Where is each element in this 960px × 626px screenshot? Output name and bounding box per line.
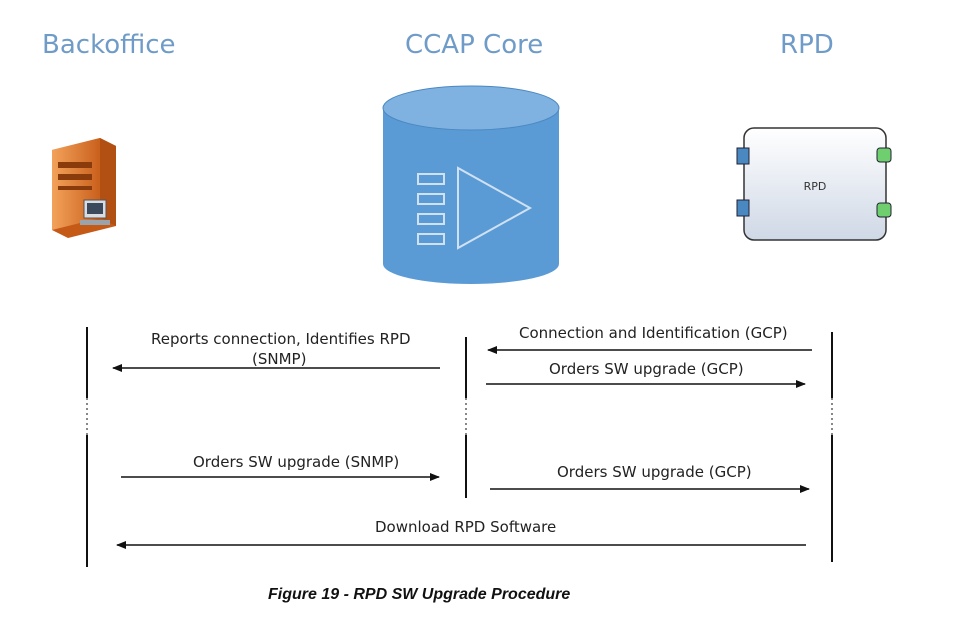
- server-icon: [52, 138, 116, 238]
- message-orders-upgrade-gcp-2: Orders SW upgrade (GCP): [557, 463, 752, 481]
- figure-caption: Figure 19 - RPD SW Upgrade Procedure: [268, 586, 571, 603]
- column-title-ccap-core: CCAP Core: [405, 30, 544, 60]
- message-connection-identification: Connection and Identification (GCP): [519, 324, 788, 342]
- ccap-core-cylinder-icon: [382, 85, 560, 284]
- rpd-device-icon: RPD: [736, 127, 892, 241]
- column-title-backoffice: Backoffice: [42, 30, 176, 60]
- message-orders-upgrade-gcp-1: Orders SW upgrade (GCP): [549, 360, 744, 378]
- message-reports-connection-protocol: (SNMP): [252, 350, 307, 368]
- message-orders-upgrade-snmp: Orders SW upgrade (SNMP): [193, 453, 400, 471]
- lifelines: [86, 327, 833, 567]
- column-title-rpd: RPD: [780, 30, 834, 60]
- rpd-device-label: RPD: [804, 180, 827, 193]
- message-download-software: Download RPD Software: [375, 518, 557, 536]
- message-reports-connection: Reports connection, Identifies RPD: [151, 330, 411, 348]
